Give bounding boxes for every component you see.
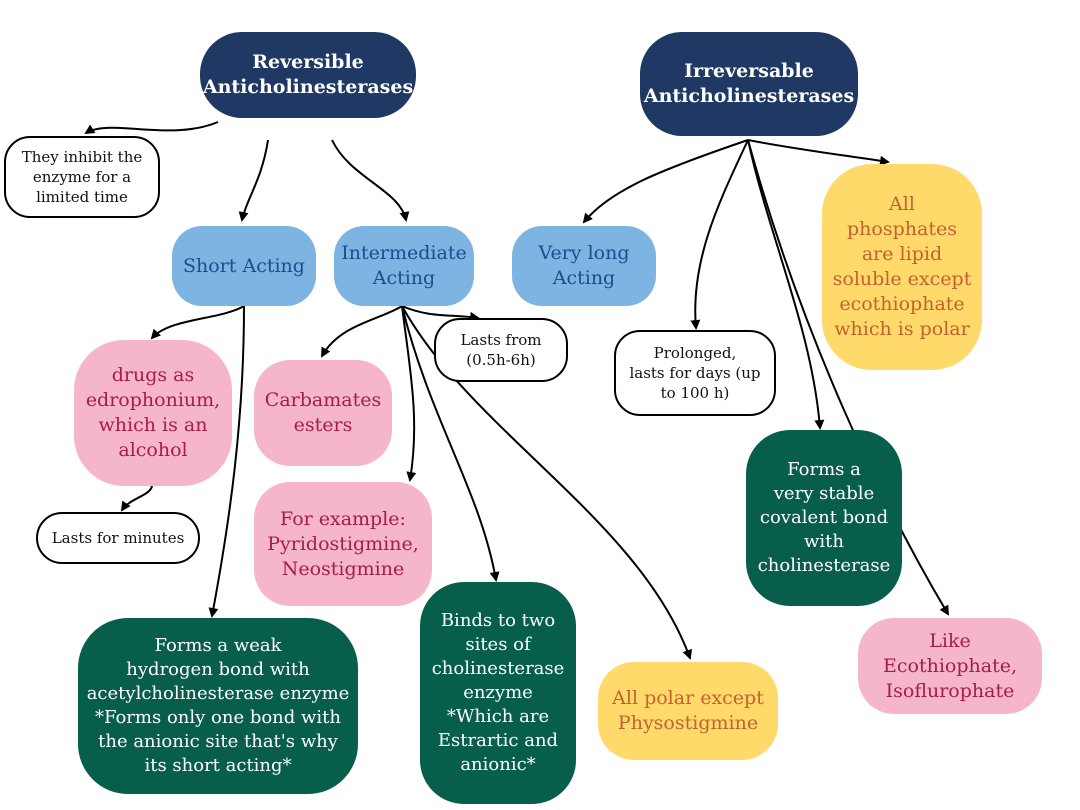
arrow-edrophonium-to-minutes [120,485,153,512]
reversible-anticholinesterases-node: Reversible Anticholinesterases [200,32,416,118]
lasts-from-node: Lasts from (0.5h-6h) [434,318,568,382]
prolonged-node: Prolonged, lasts for days (up to 100 h) [614,330,776,416]
arrow-irreversible-to-prolonged [690,139,749,330]
for-example-node: For example: Pyridostigmine, Neostigmine [254,482,432,606]
arrow-short-to-weakbond [208,305,245,618]
like-ecothiophate-node: Like Ecothiophate, Isoflurophate [858,618,1042,714]
arrow-intermediate-to-twosites [401,305,500,582]
arrow-reversible-to-inhibit [84,121,219,135]
arrow-intermediate-to-carbamates [321,305,403,358]
arrow-intermediate-to-lasts [401,305,480,322]
short-acting-node: Short Acting [172,226,316,306]
lasts-for-minutes-node: Lasts for minutes [36,512,200,564]
edrophonium-node: drugs as edrophonium, which is an alcoho… [74,340,232,486]
arrow-short-to-edrophonium [150,305,245,340]
inhibit-limited-time-node: They inhibit the enzyme for a limited ti… [4,136,160,218]
all-polar-node: All polar except Physostigmine [598,662,778,760]
intermediate-acting-node: Intermediate Acting [334,226,474,306]
weak-hydrogen-bond-node: Forms a weak hydrogen bond with acetylch… [78,618,358,794]
binds-two-sites-node: Binds to two sites of cholinesterase enz… [420,582,576,804]
carbamates-esters-node: Carbamates esters [254,360,392,466]
arrow-reversible-to-intermediate [331,139,410,222]
arrow-intermediate-to-example [401,305,417,482]
irreversible-anticholinesterases-node: Irreversable Anticholinesterases [640,32,858,136]
arrow-irreversible-to-like [747,139,950,616]
arrow-irreversible-to-phosphates [747,139,890,166]
arrow-irreversible-to-verylong [582,139,749,224]
stable-covalent-bond-node: Forms a very stable covalent bond with c… [746,430,902,606]
all-phosphates-node: All phosphates are lipid soluble except … [822,164,982,370]
very-long-acting-node: Very long Acting [512,226,656,306]
arrow-reversible-to-short [238,139,269,222]
arrow-irreversible-to-stable [747,139,825,430]
